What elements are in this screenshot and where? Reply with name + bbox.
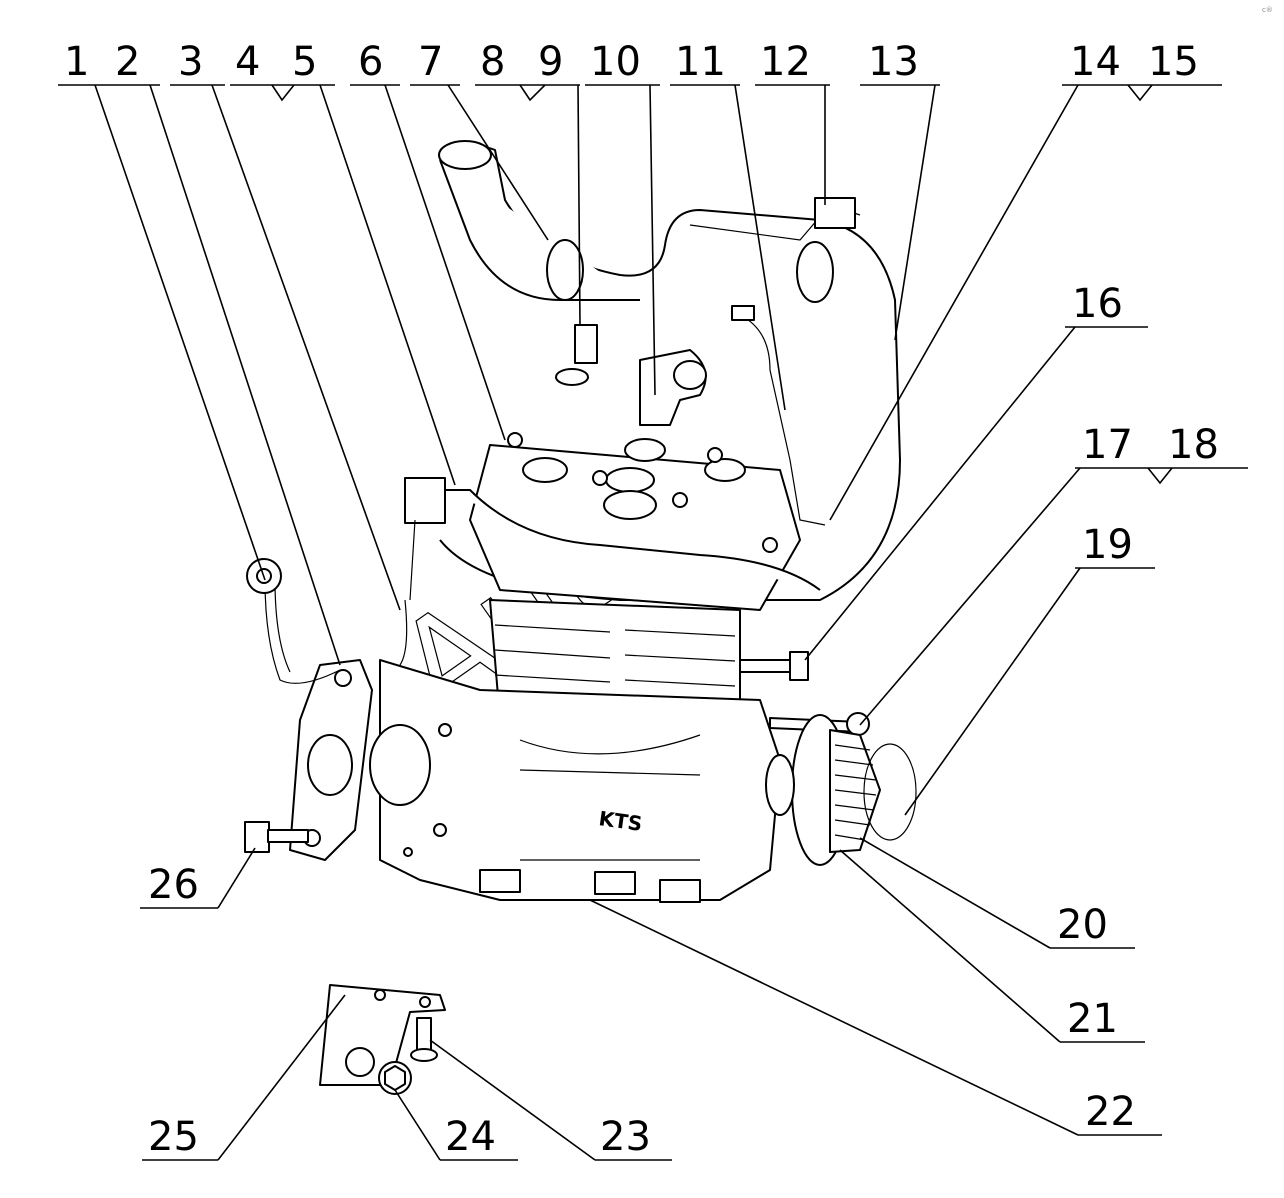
callout-21: 21: [1067, 996, 1118, 1042]
sensor-cable: [731, 305, 826, 526]
callout-8: 8: [480, 39, 505, 85]
callout-11: 11: [675, 39, 726, 85]
callout-19: 19: [1082, 522, 1133, 568]
callout-18: 18: [1168, 422, 1219, 468]
nut-24: [378, 1061, 412, 1095]
callout-3: 3: [178, 39, 203, 85]
crankcase: KTS: [369, 659, 781, 903]
callout-5: 5: [292, 39, 317, 85]
corner-mark: c®: [1262, 6, 1273, 14]
banjo-bolt-and-washer: [555, 324, 598, 386]
callout-25: 25: [148, 1114, 199, 1160]
cylinders: [489, 599, 741, 721]
callout-14: 14: [1070, 39, 1121, 85]
compressor-head: [469, 432, 801, 611]
callout-23: 23: [600, 1114, 651, 1160]
callouts: 1 2 3 4 5 6 7 8 9 10 11 12: [58, 39, 1248, 1161]
callout-20: 20: [1057, 902, 1108, 948]
callout-13: 13: [868, 39, 919, 85]
callout-24: 24: [445, 1114, 496, 1160]
oil-pipe: [246, 519, 416, 684]
callout-10: 10: [590, 39, 641, 85]
callout-15: 15: [1148, 39, 1199, 85]
mounting-flange: [289, 659, 373, 861]
bolt-23: [410, 1017, 438, 1062]
callout-26: 26: [148, 862, 199, 908]
callout-9: 9: [538, 39, 563, 85]
drive-gear: [765, 712, 917, 866]
callout-16: 16: [1072, 281, 1123, 327]
front-pipe: [404, 477, 821, 591]
callout-22: 22: [1085, 1089, 1136, 1135]
callout-2: 2: [115, 39, 140, 85]
callout-4: 4: [235, 39, 260, 85]
callout-6: 6: [358, 39, 383, 85]
callout-12: 12: [760, 39, 811, 85]
elbow-fitting: [639, 349, 707, 426]
callout-17: 17: [1082, 422, 1133, 468]
callout-1: 1: [64, 39, 89, 85]
bolt-26: [244, 821, 309, 853]
callout-7: 7: [418, 39, 443, 85]
bolt-16: [739, 651, 809, 681]
bracket: [319, 984, 446, 1086]
